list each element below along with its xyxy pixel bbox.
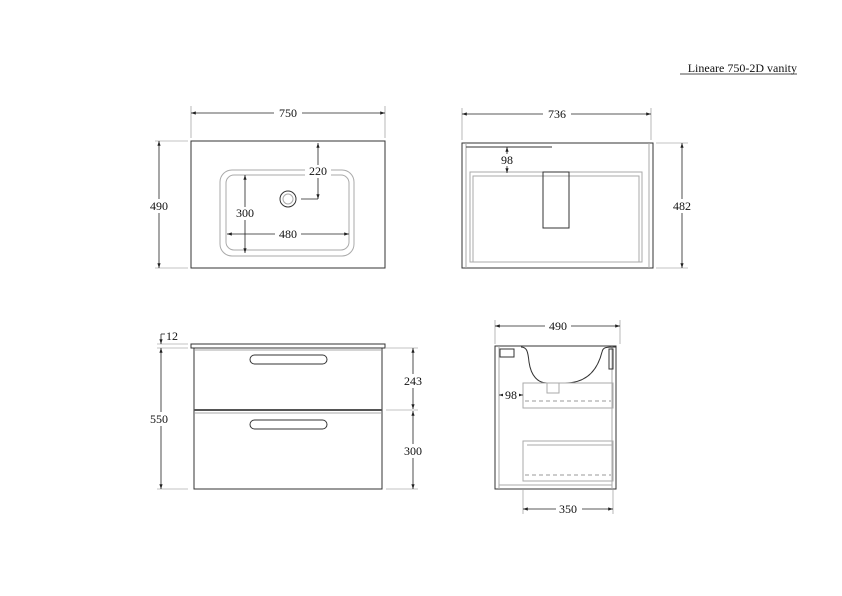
dim-depth-490-side: 490	[549, 319, 567, 333]
front-view: 12 550 243 300	[148, 329, 426, 490]
dim-gap-98-side: 98	[505, 388, 517, 402]
dim-bowl-480: 480	[279, 227, 297, 241]
waste-icon	[279, 190, 297, 208]
dim-drawer-350: 350	[559, 502, 577, 516]
dim-depth-490: 490	[150, 199, 168, 213]
dim-gap-98: 98	[501, 153, 513, 167]
drawing-title: Lineare 750-2D vanity	[680, 61, 797, 75]
dim-depth-482: 482	[673, 199, 691, 213]
dim-top-12: 12	[166, 329, 178, 343]
cabinet-top-view: 736 482 98	[461, 107, 696, 269]
overflow-icon	[499, 348, 515, 358]
side-section-view: 490 98 350	[494, 319, 621, 516]
dim-bowl-300: 300	[236, 206, 254, 220]
dim-height-550: 550	[150, 412, 168, 426]
dim-width-736: 736	[548, 107, 566, 121]
lower-drawer-handle	[249, 419, 328, 430]
dim-drawer-300: 300	[404, 444, 422, 458]
basin-top-view: 750 490 220 300 480	[146, 106, 386, 269]
dim-width-750: 750	[279, 106, 297, 120]
upper-drawer-handle	[249, 354, 328, 365]
dim-drawer-243: 243	[404, 374, 422, 388]
title-text: Lineare 750-2D vanity	[688, 61, 797, 75]
dim-waste-220: 220	[309, 164, 327, 178]
